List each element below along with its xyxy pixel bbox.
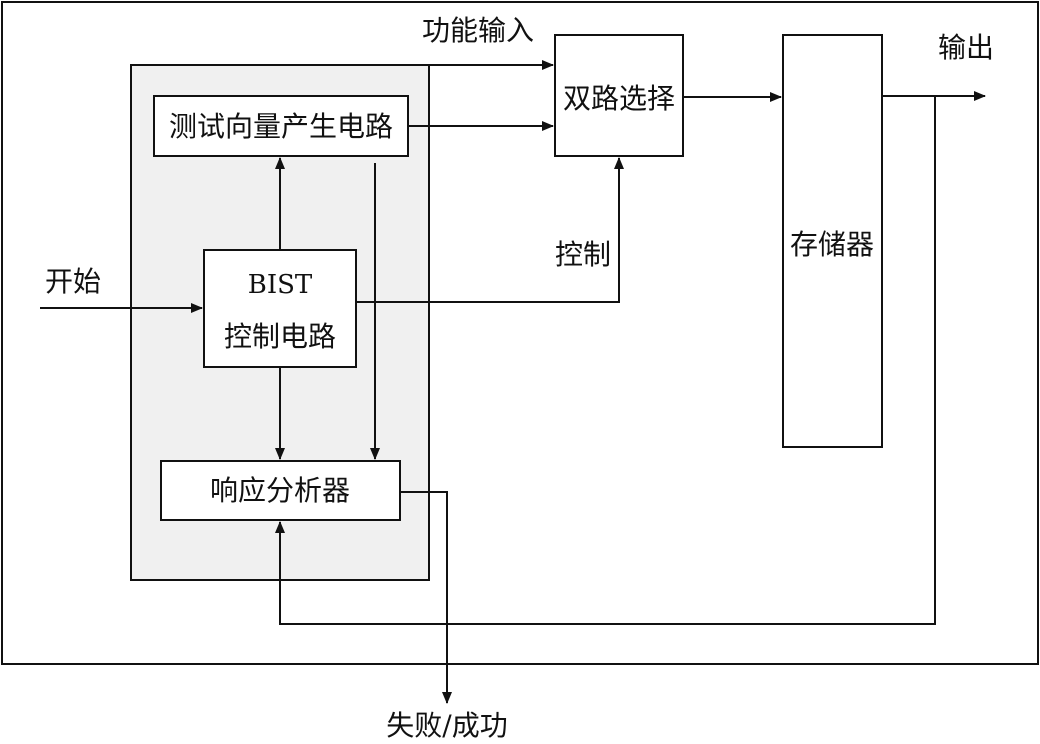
mux-block: 双路选择: [554, 34, 684, 157]
response-analyzer-block: 响应分析器: [160, 460, 401, 521]
control-label: 控制: [555, 238, 611, 271]
memory-block: 存储器: [782, 34, 883, 448]
functional-input-label: 功能输入: [422, 14, 534, 47]
response-analyzer-label: 响应分析器: [210, 474, 350, 507]
bist-control-block: BIST 控制电路: [203, 249, 357, 368]
bist-control-label-line2: 控制电路: [224, 320, 336, 353]
bist-control-label-line1: BIST: [248, 270, 313, 300]
fail-success-label: 失败/成功: [386, 709, 507, 742]
start-label: 开始: [45, 265, 101, 298]
test-vector-generator-block: 测试向量产生电路: [153, 95, 409, 157]
wire-control-to-mux: [356, 157, 624, 303]
test-vector-generator-label: 测试向量产生电路: [169, 110, 393, 143]
memory-label: 存储器: [790, 228, 874, 261]
wire-fail-success-output: [400, 491, 452, 704]
mux-label: 双路选择: [563, 82, 675, 115]
output-label: 输出: [938, 31, 994, 64]
wire-memory-feedback: [275, 96, 936, 625]
